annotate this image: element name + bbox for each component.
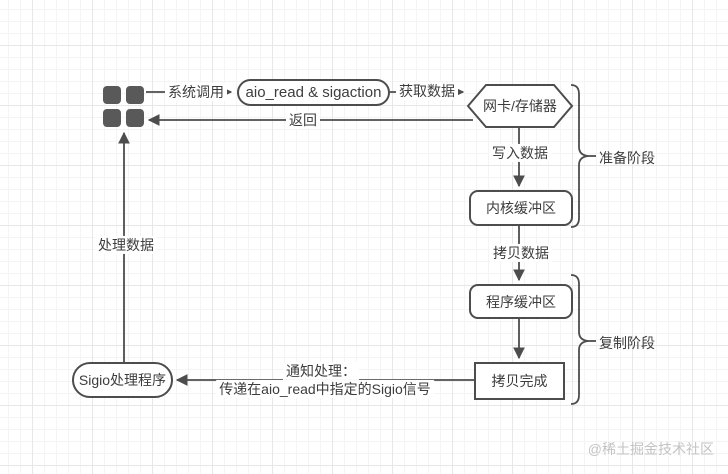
app-square <box>103 86 121 104</box>
copy-phase-brace <box>570 274 589 405</box>
node-nic-storage-label: 网卡/存储器 <box>483 98 557 114</box>
node-sigio-handler: Sigio处理程序 <box>72 362 173 398</box>
edge-label-process-data: 处理数据 <box>95 235 157 255</box>
node-kernel-buffer: 内核缓冲区 <box>469 190 573 226</box>
nic-storage-hexagon <box>466 84 574 128</box>
edge-label-notify-title: 通知处理： <box>283 361 359 381</box>
juejin-watermark: @稀土掘金技术社区 <box>587 441 714 457</box>
edge-label-notify-detail: 传递在aio_read中指定的Sigio信号 <box>216 379 434 399</box>
edge-label-fetch-data: 获取数据 <box>396 81 458 101</box>
phase-label-prepare: 准备阶段 <box>599 150 655 166</box>
edge-label-syscall: 系统调用 <box>165 82 227 102</box>
node-program-buffer: 程序缓冲区 <box>469 284 573 319</box>
app-square <box>126 109 144 127</box>
node-aio-read-sigaction: aio_read & sigaction <box>237 79 390 106</box>
edge-label-return: 返回 <box>286 110 320 130</box>
app-square <box>103 109 121 127</box>
edge-label-write-data: 写入数据 <box>489 143 551 163</box>
node-copy-done: 拷贝完成 <box>474 362 565 400</box>
app-square <box>126 86 144 104</box>
prepare-phase-brace <box>570 84 589 228</box>
phase-label-copy: 复制阶段 <box>599 335 655 351</box>
app-grid-squares-icon <box>103 86 144 127</box>
edge-label-copy-data: 拷贝数据 <box>490 243 552 263</box>
